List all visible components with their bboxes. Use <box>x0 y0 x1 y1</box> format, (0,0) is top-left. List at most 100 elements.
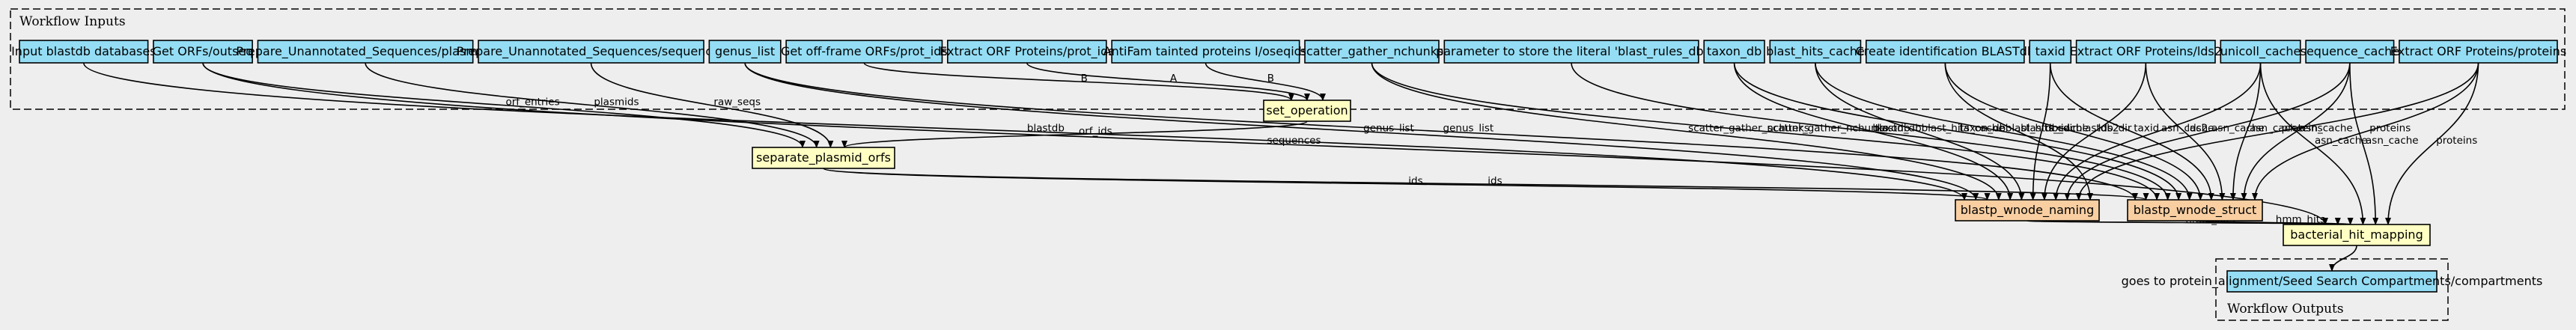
node-in-bhcache[interactable]: blast_hits_cache <box>1766 40 1865 64</box>
node-in-protids[interactable]: Extract ORF Proteins/prot_ids <box>940 40 1115 64</box>
node-label: Extract ORF Proteins/prot_ids <box>940 44 1115 59</box>
edge-in_offframe-to-set_operation: B <box>863 62 1294 101</box>
node-box[interactable] <box>1955 199 2100 221</box>
edge-label: blastdb_dir <box>2021 123 2077 135</box>
node-in-antifam[interactable]: AntiFam tainted proteins I/oseqids <box>1103 40 1309 64</box>
node-label: Get off-frame ORFs/prot_ids <box>781 44 948 59</box>
node-box[interactable] <box>2220 40 2301 64</box>
edge-in_protids-to-set_operation: A <box>1026 62 1310 101</box>
node-box[interactable] <box>478 40 704 64</box>
node-in-orfs[interactable]: Get ORFs/outseq <box>153 40 254 64</box>
node-box[interactable] <box>2305 40 2395 64</box>
node-in-sequences[interactable]: Prepare_Unannotated_Sequences/sequences <box>457 40 726 64</box>
node-in-taxid[interactable]: taxid <box>2029 40 2072 64</box>
node-box[interactable] <box>2127 199 2263 221</box>
node-in-lds2[interactable]: Extract ORF Proteins/lds2 <box>2070 40 2222 64</box>
edge-label: genus_list <box>1443 123 1494 135</box>
edge-label: ids <box>1488 175 1502 187</box>
node-bacterial-hit-mapping[interactable]: bacterial_hit_mapping <box>2283 224 2431 246</box>
node-label: unicoll_cache <box>2220 44 2301 59</box>
node-box[interactable] <box>947 40 1107 64</box>
edge-line <box>2075 62 2479 201</box>
workflow-inputs-title: Workflow Inputs <box>19 14 126 29</box>
node-in-unicoll[interactable]: unicoll_cache <box>2220 40 2301 64</box>
node-box[interactable] <box>1263 100 1351 122</box>
node-in-proteins[interactable]: Extract ORF Proteins/proteins <box>2390 40 2566 64</box>
node-box[interactable] <box>2075 40 2216 64</box>
node-in-scatter[interactable]: scatter_gather_nchunks <box>1300 40 1444 64</box>
edge-line <box>2259 62 2366 225</box>
node-box[interactable] <box>752 147 895 169</box>
node-box[interactable] <box>19 40 149 64</box>
edge-line <box>1815 62 2193 201</box>
node-box[interactable] <box>1703 40 1765 64</box>
edge-line <box>2385 62 2479 225</box>
edge-label: lds2 <box>2098 123 2119 135</box>
node-label: taxid <box>2035 44 2065 58</box>
node-blastp-wnode-struct[interactable]: blastp_wnode_struct <box>2127 199 2263 221</box>
node-label: sequence_cache <box>2301 44 2399 59</box>
edge-in_lds2-to-blastp_wnode_naming: lds2 <box>2041 62 2147 201</box>
node-box[interactable] <box>785 40 943 64</box>
edge-label: ids <box>1408 175 1422 187</box>
edge-in_orfs-to-bacterial_hit_mapping: sequences <box>202 62 2328 225</box>
edge-line <box>1371 62 2002 201</box>
node-label: Prepare_Unannotated_Sequences/plasmids <box>236 44 494 59</box>
edge-blastp_wnode_struct-to-bacterial_hit_mapping: hmm_hits <box>2194 214 2353 226</box>
edge-line <box>202 62 806 148</box>
edge-in_antifam-to-set_operation: B <box>1205 62 1326 101</box>
node-separate-plasmid-orfs[interactable]: separate_plasmid_orfs <box>752 147 895 169</box>
edge-line <box>1026 62 1310 101</box>
edge-line <box>1815 62 2025 201</box>
node-box[interactable] <box>708 40 782 64</box>
node-in-literal[interactable]: parameter to store the literal 'blast_ru… <box>1436 40 1707 64</box>
node-in-createdb[interactable]: Create identification BLASTdb <box>1856 40 2035 64</box>
workflow-outputs-title: Workflow Outputs <box>2227 302 2344 317</box>
edge-label: raw_seqs <box>713 97 761 109</box>
edge-label: taxon_db <box>1875 123 1922 135</box>
node-box[interactable] <box>2226 270 2438 293</box>
node-box[interactable] <box>1769 40 1862 64</box>
edge-label: A <box>1170 73 1178 85</box>
node-set-operation[interactable]: set_operation <box>1263 100 1351 122</box>
node-box[interactable] <box>2029 40 2072 64</box>
node-out-compartments[interactable]: goes to protein_alignment/Seed Search Co… <box>2122 270 2543 293</box>
edge-label: plasmids <box>594 97 639 109</box>
node-label: separate_plasmid_orfs <box>756 150 891 165</box>
node-box[interactable] <box>2399 40 2558 64</box>
node-box[interactable] <box>257 40 474 64</box>
edge-line <box>863 62 1294 101</box>
node-in-offframe[interactable]: Get off-frame ORFs/prot_ids <box>781 40 948 64</box>
node-label: blastp_wnode_naming <box>1961 203 2094 218</box>
node-box[interactable] <box>1304 40 1440 64</box>
node-in-seqcache[interactable]: sequence_cache <box>2301 40 2399 64</box>
node-box[interactable] <box>2283 224 2431 246</box>
node-label: bacterial_hit_mapping <box>2290 227 2423 242</box>
edge-label: B <box>1081 73 1088 85</box>
node-in-plasmids[interactable]: Prepare_Unannotated_Sequences/plasmids <box>236 40 495 64</box>
node-box[interactable] <box>1865 40 2025 64</box>
edge-in_unicoll-to-bacterial_hit_mapping: asn_cache <box>2259 62 2368 225</box>
edge-line <box>365 62 820 148</box>
edge-line <box>2049 62 2214 201</box>
node-box[interactable] <box>1443 40 1699 64</box>
node-in-blastdb[interactable]: Input blastdb databases <box>11 40 156 64</box>
node-in-taxondb[interactable]: taxon_db <box>1703 40 1765 64</box>
node-label: Extract ORF Proteins/proteins <box>2390 44 2566 58</box>
node-box[interactable] <box>153 40 253 64</box>
node-box[interactable] <box>1111 40 1300 64</box>
edge-in_lds2-to-blastp_wnode_struct: lds2 <box>2145 62 2226 201</box>
node-in-genus[interactable]: genus_list <box>708 40 782 64</box>
edge-in_taxid-to-blastp_wnode_struct: taxid <box>2049 62 2214 201</box>
edge-in_createdb-to-blastp_wnode_naming: blastdb_dir <box>1944 62 2093 201</box>
edge-label: hmm_hits <box>2276 214 2325 226</box>
edge-in_blastdb-to-blastp_wnode_naming: blastdb <box>83 62 1967 201</box>
edge-line <box>2194 217 2353 225</box>
edge-line <box>590 62 834 148</box>
edge-in_seqcache-to-bacterial_hit_mapping: asn_cache <box>2349 62 2419 225</box>
edge-line <box>2145 62 2226 201</box>
edge-line <box>744 62 2138 201</box>
node-blastp-wnode-naming[interactable]: blastp_wnode_naming <box>1955 199 2100 221</box>
